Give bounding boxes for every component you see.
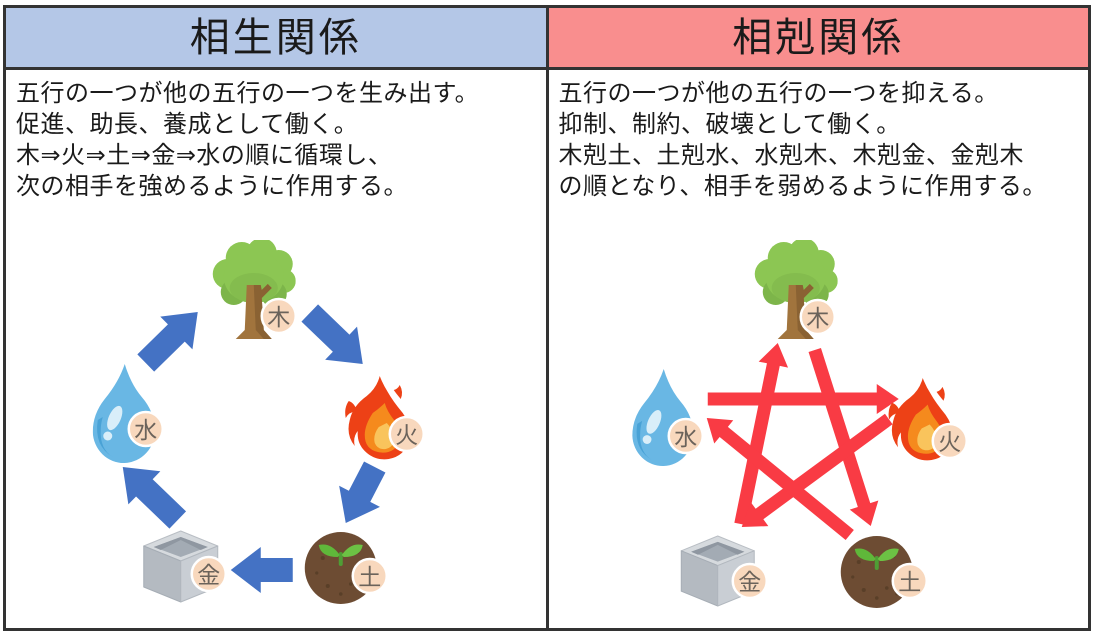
element-node-fire: 火 <box>888 377 968 461</box>
arrow-earth-to-water <box>706 418 854 540</box>
sheng-title: 相生関係 <box>189 15 362 60</box>
ke-description: 五行の一つが他の五行の一つを抑える。 抑制、制約、破壊として働く。 木剋土、土剋… <box>549 70 1089 212</box>
element-node-wood: 木 <box>754 240 838 339</box>
arrow-fire-to-metal <box>741 413 893 527</box>
ke-desc-line-4: の順となり、相手を弱めるように作用する。 <box>558 173 1047 200</box>
five-elements-table: 相生関係 五行の一つが他の五行の一つを生み出す。 促進、助長、養成として働く。 … <box>3 5 1091 631</box>
arrow-metal-to-water <box>122 467 187 529</box>
element-badge-fire <box>388 415 425 453</box>
sheng-header: 相生関係 <box>6 8 546 70</box>
arrow-metal-to-wood <box>733 343 788 526</box>
element-badge-earth <box>891 562 928 600</box>
element-badge-wood <box>260 297 297 335</box>
element-node-earth: 土 <box>838 534 928 608</box>
element-node-earth: 土 <box>302 530 388 604</box>
generating-cycle-diagram: 木火土 金 水 <box>92 240 425 604</box>
ke-header: 相剋関係 <box>548 8 1088 70</box>
ke-panel: 相剋関係 五行の一つが他の五行の一つを抑える。 抑制、制約、破壊として働く。 木… <box>545 8 1089 628</box>
ke-desc-line-3: 木剋土、土剋水、水剋木、木剋金、金剋木 <box>558 142 1024 169</box>
sheng-panel: 相生関係 五行の一つが他の五行の一つを生み出す。 促進、助長、養成として働く。 … <box>6 8 546 628</box>
element-badge-water <box>127 410 164 448</box>
element-label-earth: 土 <box>358 564 381 590</box>
sheng-desc-line-2: 促進、助長、養成として働く。 <box>16 111 359 138</box>
ke-desc-line-1: 五行の一つが他の五行の一つを抑える。 <box>558 80 999 107</box>
arrow-water-to-wood <box>137 312 198 372</box>
sheng-desc-line-3: 木⇒火⇒土⇒金⇒水の順に循環し、 <box>16 142 393 169</box>
element-node-wood: 木 <box>212 240 297 339</box>
element-label-wood: 木 <box>267 304 290 330</box>
element-node-water: 水 <box>631 368 704 467</box>
element-badge-water <box>667 417 704 455</box>
element-label-fire: 火 <box>938 429 961 455</box>
element-node-metal: 金 <box>143 530 227 603</box>
element-label-earth: 土 <box>898 569 921 595</box>
element-label-wood: 木 <box>806 305 829 331</box>
arrow-water-to-fire <box>707 384 899 414</box>
element-label-water: 水 <box>674 424 697 450</box>
element-badge-wood <box>799 298 836 336</box>
element-label-fire: 火 <box>395 422 418 448</box>
element-label-water: 水 <box>134 417 157 443</box>
arrow-wood-to-fire <box>301 304 363 364</box>
element-node-water: 水 <box>92 364 164 464</box>
sheng-description: 五行の一つが他の五行の一つを生み出す。 促進、助長、養成として働く。 木⇒火⇒土… <box>6 70 546 212</box>
ke-desc-line-2: 抑制、制約、破壊として働く。 <box>558 111 901 138</box>
overcoming-cycle-diagram: 木水 火金 土 <box>631 240 968 608</box>
element-label-metal: 金 <box>738 569 761 595</box>
arrow-earth-to-metal <box>230 547 293 593</box>
element-badge-metal <box>731 562 768 600</box>
arrow-fire-to-earth <box>339 461 386 523</box>
element-node-fire: 火 <box>345 376 425 460</box>
element-badge-earth <box>351 557 388 595</box>
element-badge-metal <box>190 555 227 593</box>
element-label-metal: 金 <box>197 562 220 588</box>
sheng-desc-line-4: 次の相手を強めるように作用する。 <box>16 173 408 200</box>
ke-title: 相剋関係 <box>732 15 905 60</box>
element-node-metal: 金 <box>680 535 768 607</box>
sheng-desc-line-1: 五行の一つが他の五行の一つを生み出す。 <box>16 80 480 107</box>
element-badge-fire <box>931 422 968 460</box>
